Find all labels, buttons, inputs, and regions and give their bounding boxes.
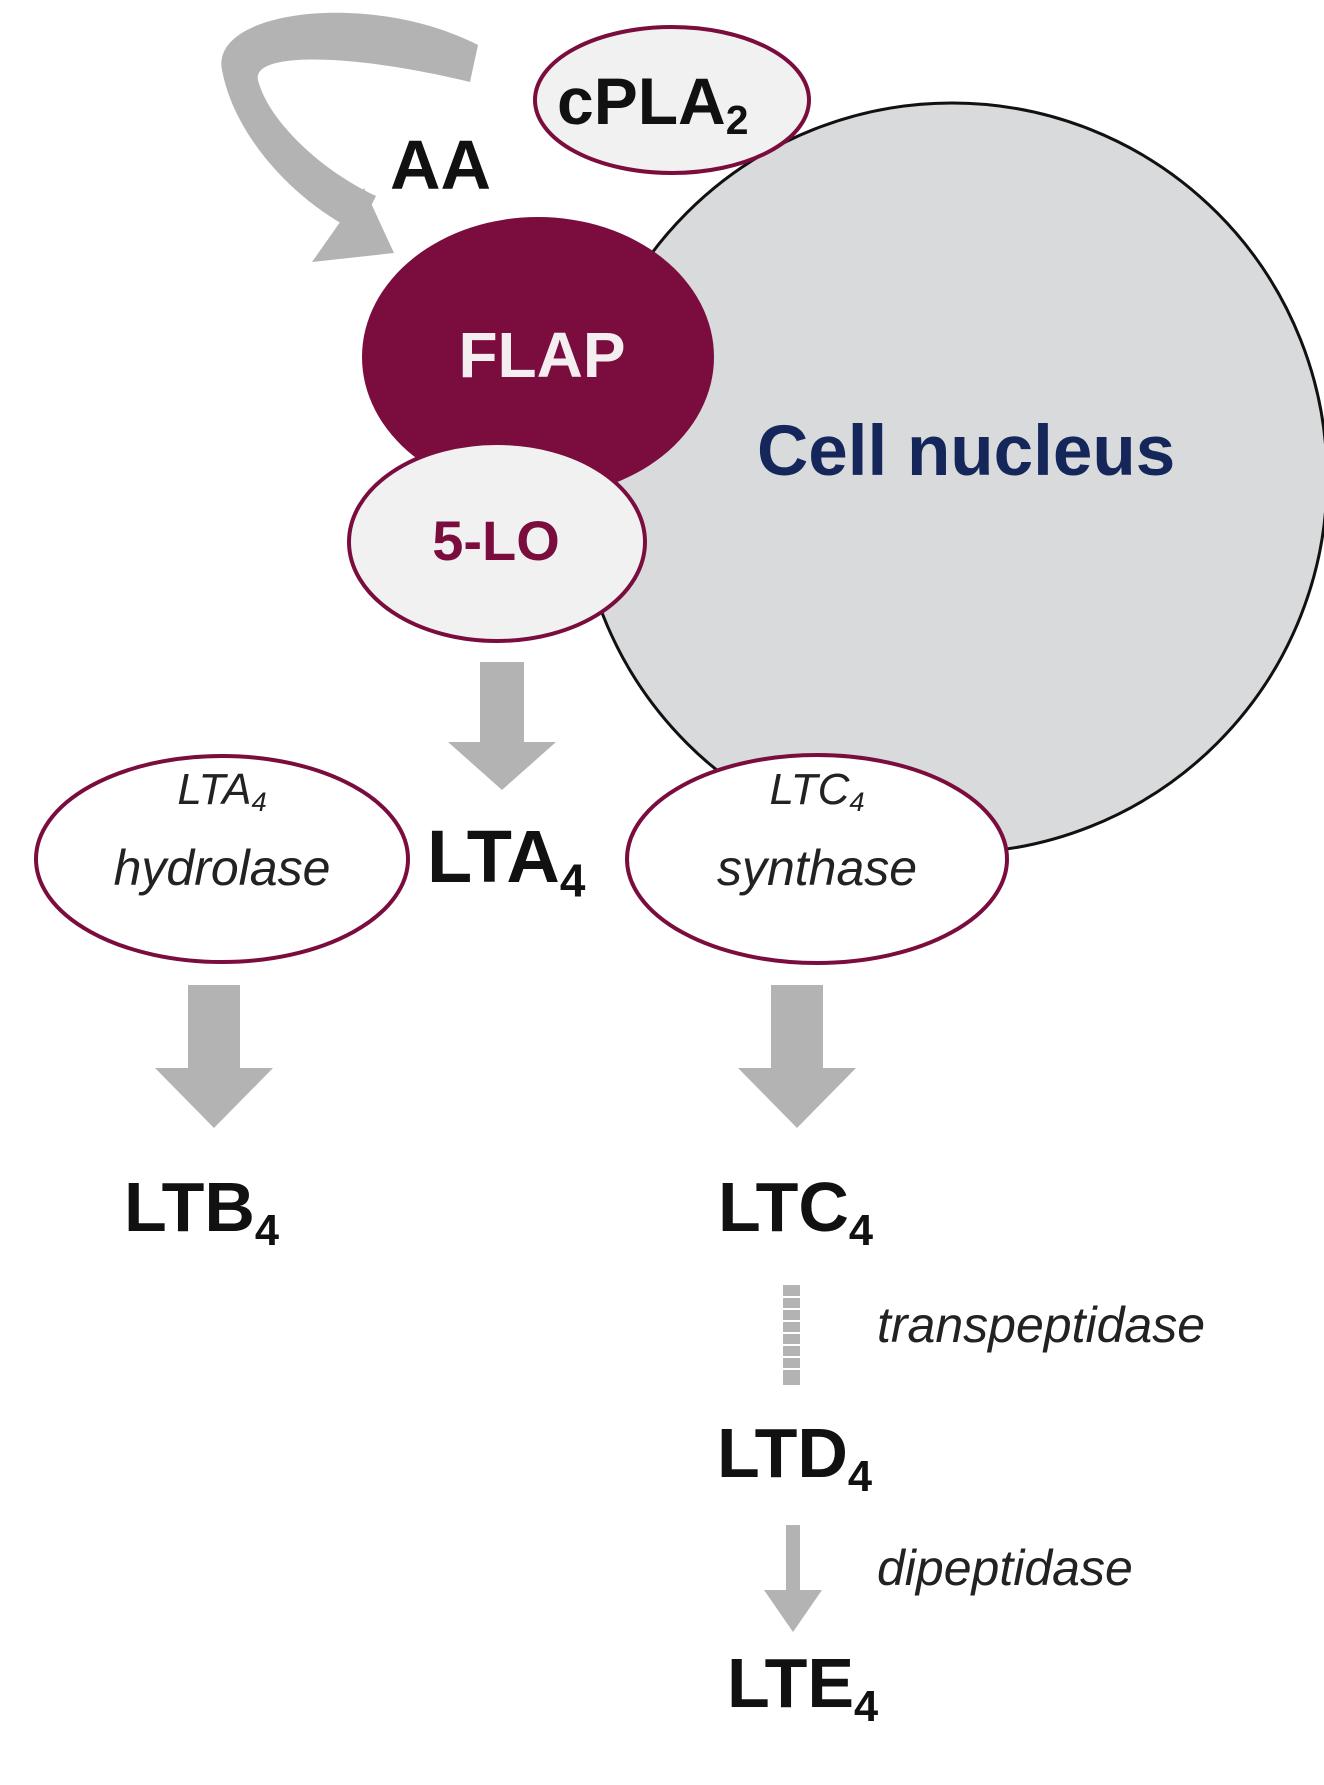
arrow-ltd4-to-lte4 [764,1525,822,1632]
lta4-subscript: 4 [559,854,586,907]
ltc4-synthase-label-line1: LTC4 [769,768,864,815]
cpla2-text: cPLA [557,64,726,138]
arrow-5lo-to-lta4 [448,662,556,790]
ltc4-text: LTC [718,1168,849,1246]
cpla2-shape [533,25,811,175]
lta4-hydrolase-label-line2: hydrolase [113,840,331,896]
arrow-to-ltb4 [155,985,273,1128]
ltd4-label: LTD4 [717,1418,872,1499]
transpeptidase-label: transpeptidase [877,1297,1206,1353]
ltd4-text: LTD [717,1414,848,1492]
lte4-label: LTE4 [727,1648,878,1729]
flap-shape [362,217,714,497]
ltb4-subscript: 4 [254,1206,280,1255]
ltc4-synthase-shape [625,753,1009,965]
five-lo-label: 5-LO [432,509,560,572]
ltc4-subscript: 4 [848,1206,874,1255]
lte4-text: LTE [727,1644,855,1722]
ltc4-synthase-label-line2: synthase [716,840,918,896]
cell-nucleus-label: Cell nucleus [757,412,1176,491]
ltc4-synthase-text: LTC [769,765,850,814]
dash-gaps [783,1296,800,1370]
flap-label: FLAP [458,319,626,391]
aa-curved-arrow [221,12,478,262]
dipeptidase-label: dipeptidase [877,1540,1133,1596]
ltb4-label: LTB4 [124,1172,279,1253]
ltb4-text: LTB [124,1168,255,1246]
lta4-label: LTA4 [427,820,585,905]
cpla2-label: cPLA2 [557,68,748,141]
cpla2-subscript: 2 [725,97,749,144]
lte4-subscript: 4 [854,1682,879,1731]
lta4-hydrolase-text: LTA [177,765,252,814]
lta4-hydrolase-label-line1: LTA4 [177,768,266,815]
lta4-hydrolase-shape [34,754,410,964]
ltc4-synthase-subscript: 4 [849,785,865,817]
aa-label: AA [390,126,492,204]
lta4-hydrolase-subscript: 4 [251,785,267,817]
ltc4-label: LTC4 [718,1172,873,1253]
ltd4-subscript: 4 [847,1452,873,1501]
five-lo-shape [347,441,647,643]
arrow-to-ltc4 [738,985,856,1128]
lta4-text: LTA [427,815,560,898]
